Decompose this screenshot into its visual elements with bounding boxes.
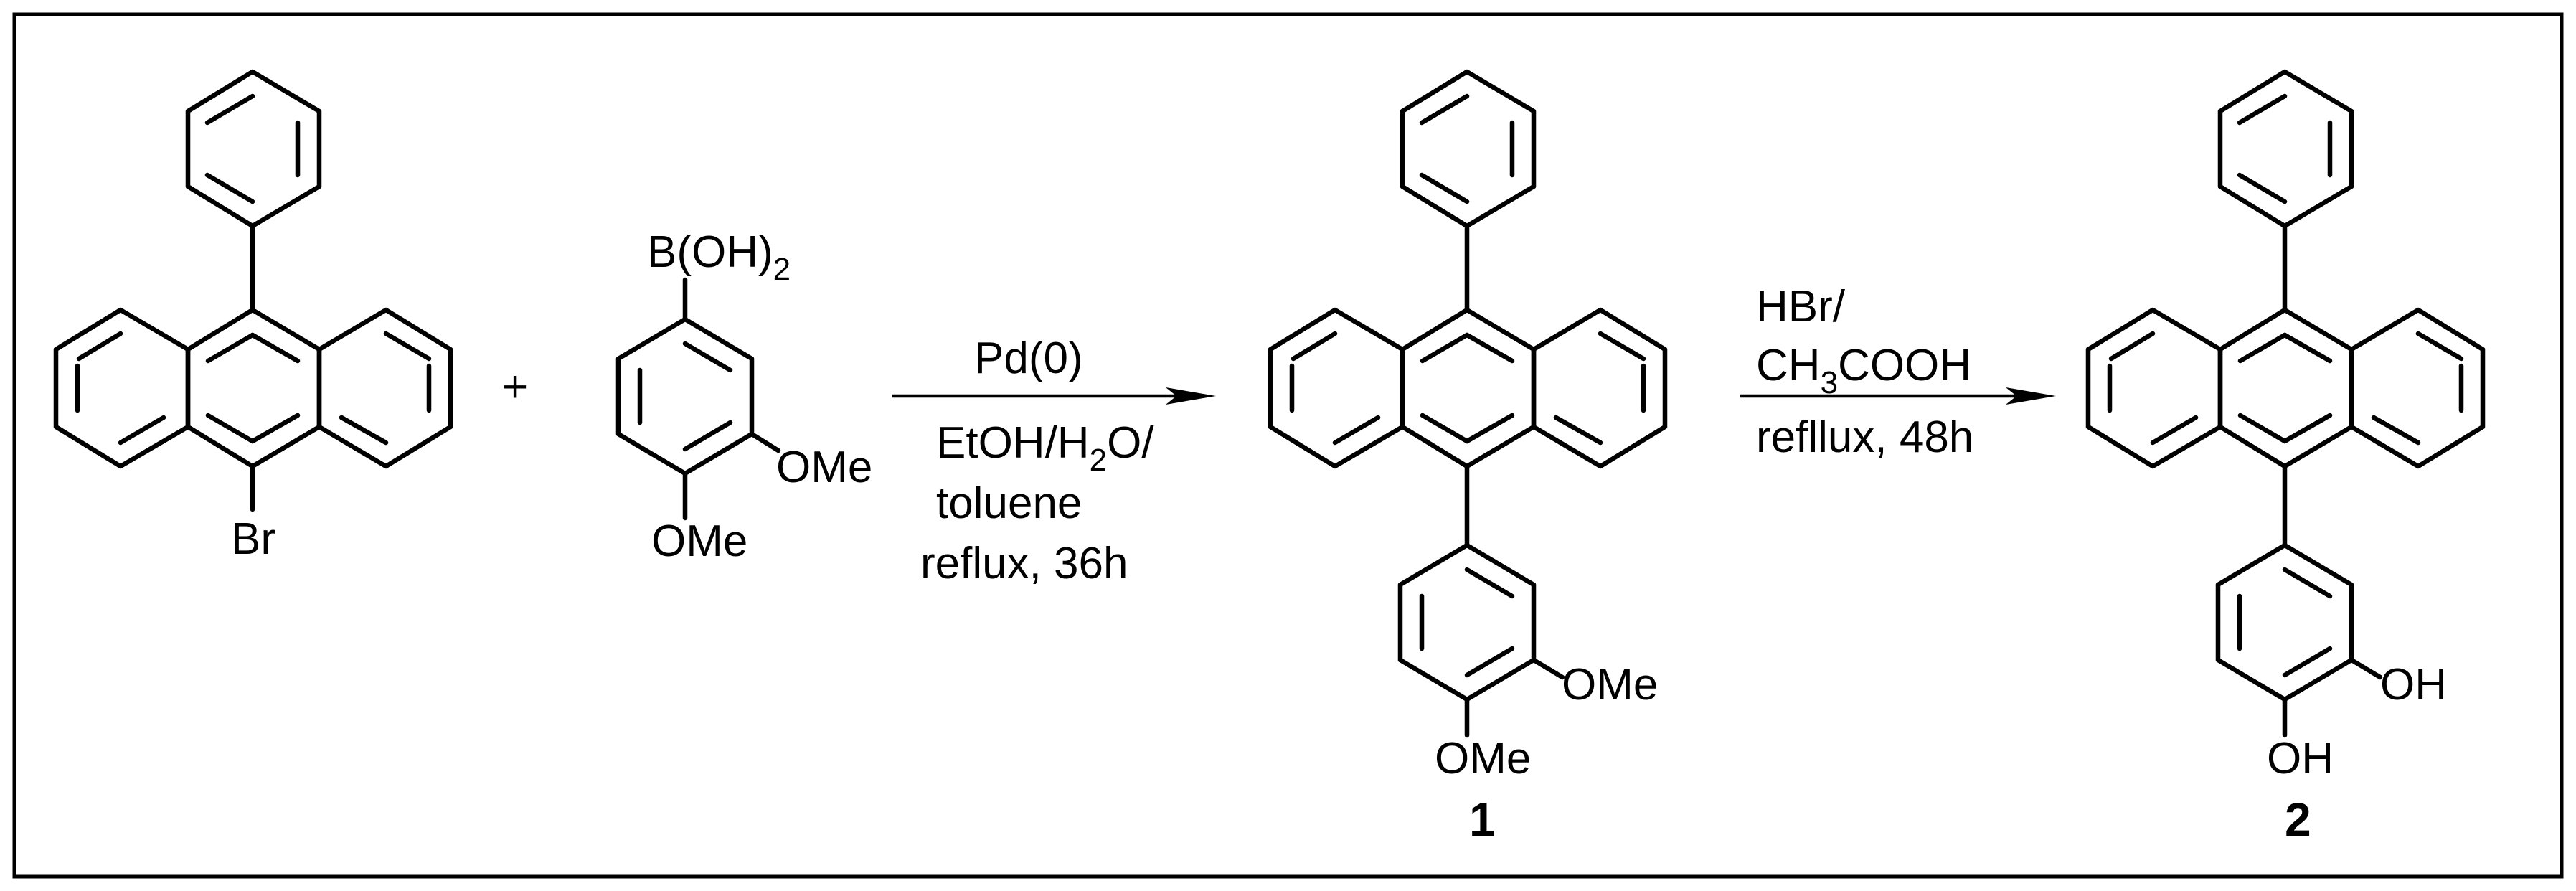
product-2-structure: OH OH — [2085, 69, 2486, 783]
step1-solvent-line1: EtOH/H2O/ — [936, 418, 1154, 478]
anthracene-core — [1268, 307, 1668, 469]
catechol-ring — [2215, 542, 2354, 702]
step1-conditions: reflux, 36h — [920, 539, 1128, 588]
bromo-phenylanthracene: Br — [53, 69, 453, 564]
step1-catalyst: Pd(0) — [974, 334, 1083, 383]
product1-meta-methoxy: OMe — [1562, 660, 1658, 710]
step2-conditions: refllux, 48h — [1756, 412, 1973, 462]
compound-number-2: 2 — [2285, 793, 2311, 846]
scheme-frame — [12, 12, 2564, 879]
step2-reagent-line1: HBr/ — [1756, 282, 1846, 331]
step1-arrow — [892, 387, 1216, 405]
phenyl-ring — [185, 69, 322, 229]
product2-para-hydroxy: OH — [2267, 734, 2334, 783]
boronic-acid-label: B(OH)2 — [647, 227, 791, 287]
anthracene-core — [53, 307, 453, 469]
para-methoxy-label: OMe — [651, 517, 747, 566]
step1-solvent-line2: toluene — [936, 478, 1082, 528]
phenyl-ring — [1400, 69, 1537, 229]
step2-reagent-line2: CH3COOH — [1756, 341, 1971, 400]
aryl-ring — [615, 316, 755, 476]
meta-ome-bond — [749, 431, 781, 453]
compound-number-1: 1 — [1469, 793, 1496, 846]
meta-methoxy-label: OMe — [776, 443, 872, 492]
bromine-label: Br — [231, 514, 275, 564]
plus-sign: + — [502, 362, 528, 412]
product1-para-methoxy: OMe — [1435, 734, 1531, 783]
step2-arrow — [1740, 387, 2056, 405]
phenyl-ring — [2217, 69, 2354, 229]
product2-meta-hydroxy: OH — [2380, 660, 2447, 710]
dimethoxyphenyl-ring — [1397, 542, 1537, 702]
anthracene-core — [2085, 307, 2486, 469]
dimethoxyphenylboronic-acid: B(OH)2 OMe OMe — [615, 227, 872, 566]
product-1-structure: OMe OMe — [1268, 69, 1668, 783]
